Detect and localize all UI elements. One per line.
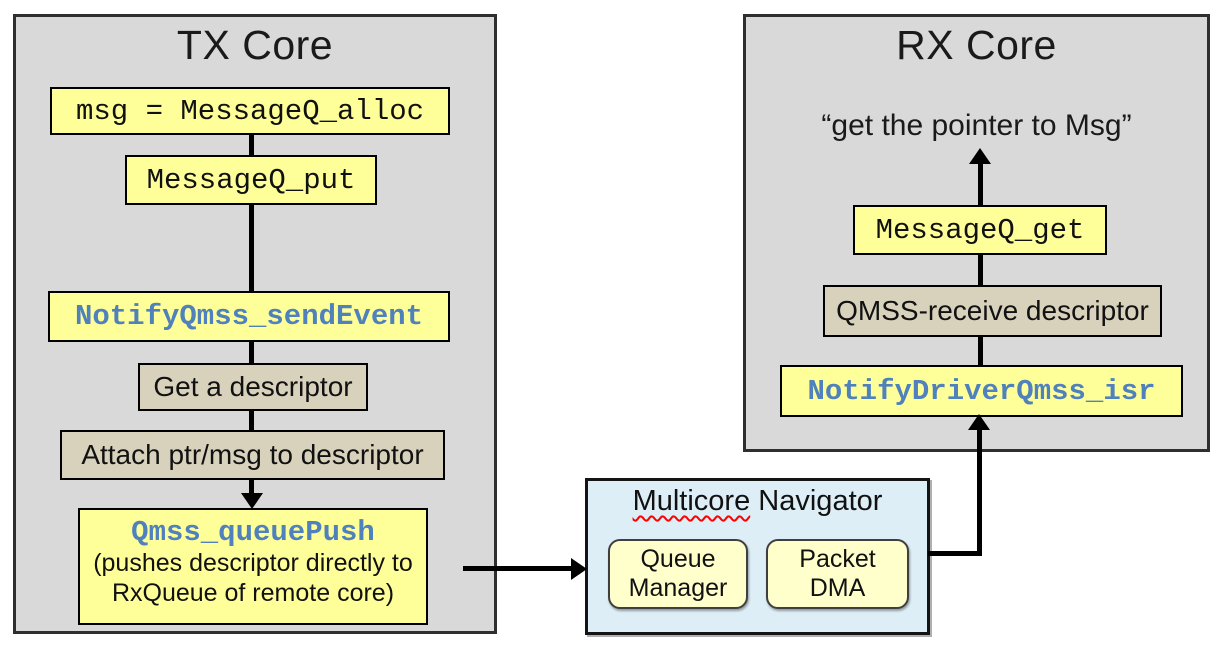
right-arrowhead-icon: [571, 558, 587, 580]
qmss-queuepush-note-line2: RxQueue of remote core): [111, 578, 395, 607]
up-arrowhead-icon: [969, 148, 991, 164]
qmss-queuepush-label: Qmss_queuePush: [131, 516, 375, 549]
rx-quote-text: “get the pointer to Msg”: [821, 109, 1132, 142]
packet-dma-chip: Packet DMA: [766, 539, 909, 609]
tx-step-messageq-put: MessageQ_put: [125, 155, 377, 205]
rx-core-title: RX Core: [896, 22, 1057, 68]
tx-core-title: TX Core: [176, 22, 334, 68]
packet-dma-line2: DMA: [809, 574, 866, 602]
tx-core-panel: TX Core msg = MessageQ_alloc MessageQ_pu…: [13, 14, 497, 634]
connector-tx-to-navigator: [463, 566, 572, 571]
navigator-title-word-multicore: Multicore: [632, 485, 751, 517]
qmss-queuepush-note-line1: (pushes descriptor directly to: [93, 549, 413, 578]
multicore-navigator-title: Multicore Navigator: [588, 485, 927, 518]
queue-manager-line2: Manager: [628, 574, 728, 602]
connector-navigator-to-rx-vertical: [977, 429, 982, 556]
rx-step-qmss-receive-descriptor: QMSS-receive descriptor: [823, 285, 1162, 337]
up-arrowhead-into-rx-icon: [968, 414, 990, 430]
tx-step-get-descriptor: Get a descriptor: [138, 363, 368, 411]
multicore-navigator-panel: Multicore Navigator Queue Manager Packet…: [585, 478, 930, 635]
connector-receivedescriptor-to-get: [978, 254, 983, 286]
tx-step-attach-descriptor: Attach ptr/msg to descriptor: [60, 430, 445, 480]
packet-dma-line1: Packet: [799, 544, 876, 573]
tx-step-messageq-alloc: msg = MessageQ_alloc: [50, 87, 450, 135]
tx-step-notifyqmss-sendevent: NotifyQmss_sendEvent: [48, 291, 450, 342]
connector-getdescriptor-to-attach: [249, 410, 254, 431]
down-arrowhead-icon: [241, 493, 263, 509]
connector-navigator-to-rx-horizontal: [928, 551, 982, 556]
queue-manager-chip: Queue Manager: [608, 539, 748, 609]
connector-sendevent-to-getdescriptor: [249, 341, 254, 364]
rx-core-panel: RX Core “get the pointer to Msg” Message…: [743, 14, 1210, 452]
connector-isr-to-receivedescriptor: [978, 336, 983, 366]
rx-step-messageq-get: MessageQ_get: [853, 205, 1107, 255]
connector-get-to-quote: [978, 162, 983, 205]
connector-put-to-sendevent: [249, 204, 254, 292]
queue-manager-line1: Queue: [640, 544, 716, 573]
navigator-title-word-navigator: Navigator: [758, 485, 883, 517]
tx-step-qmss-queuepush: Qmss_queuePush (pushes descriptor direct…: [78, 508, 428, 625]
connector-attach-to-queuepush: [249, 479, 254, 494]
rx-step-notifydriverqmss-isr: NotifyDriverQmss_isr: [780, 365, 1183, 417]
connector-alloc-to-put: [249, 134, 254, 156]
